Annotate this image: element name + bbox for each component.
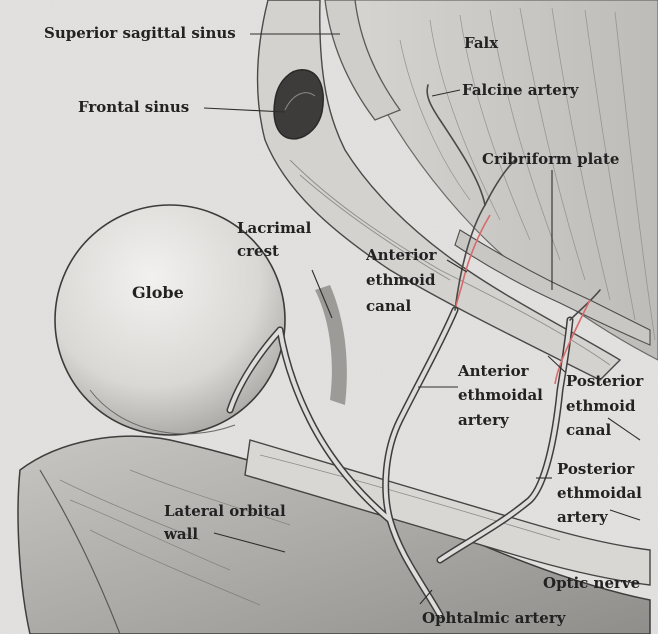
label-posterior-ethmoidal-artery-line3: artery: [557, 508, 608, 526]
label-falx: Falx: [464, 34, 498, 52]
label-anterior-ethmoidal-artery-line3: artery: [458, 411, 509, 429]
label-globe: Globe: [132, 284, 184, 302]
label-anterior-ethmoidal-artery-line1: Anterior: [458, 362, 529, 380]
label-posterior-ethmoidal-artery-line2: ethmoidal: [557, 484, 642, 502]
label-falcine-artery: Falcine artery: [462, 81, 578, 99]
label-anterior-ethmoid-canal-line3: canal: [366, 297, 411, 315]
label-posterior-ethmoid-canal-line1: Posterior: [566, 372, 643, 390]
label-posterior-ethmoid-canal-line2: ethmoid: [566, 397, 635, 415]
label-lacrimal-crest-line1: Lacrimal: [237, 219, 311, 237]
label-lacrimal-crest-line2: crest: [237, 242, 279, 260]
label-anterior-ethmoid-canal-line1: Anterior: [366, 246, 437, 264]
globe-shape: [55, 205, 285, 435]
label-superior-sagittal-sinus: Superior sagittal sinus: [44, 24, 236, 42]
label-frontal-sinus: Frontal sinus: [78, 98, 189, 116]
label-anterior-ethmoidal-artery-line2: ethmoidal: [458, 386, 543, 404]
label-cribriform-plate: Cribriform plate: [482, 150, 619, 168]
label-posterior-ethmoidal-artery-line1: Posterior: [557, 460, 634, 478]
label-anterior-ethmoid-canal-line2: ethmoid: [366, 271, 435, 289]
label-ophtalmic-artery: Ophtalmic artery: [422, 609, 565, 627]
label-lateral-orbital-wall-line1: Lateral orbital: [164, 502, 286, 520]
label-posterior-ethmoid-canal-line3: canal: [566, 421, 611, 439]
label-optic-nerve: Optic nerve: [543, 574, 640, 592]
label-lateral-orbital-wall-line2: wall: [164, 525, 198, 543]
